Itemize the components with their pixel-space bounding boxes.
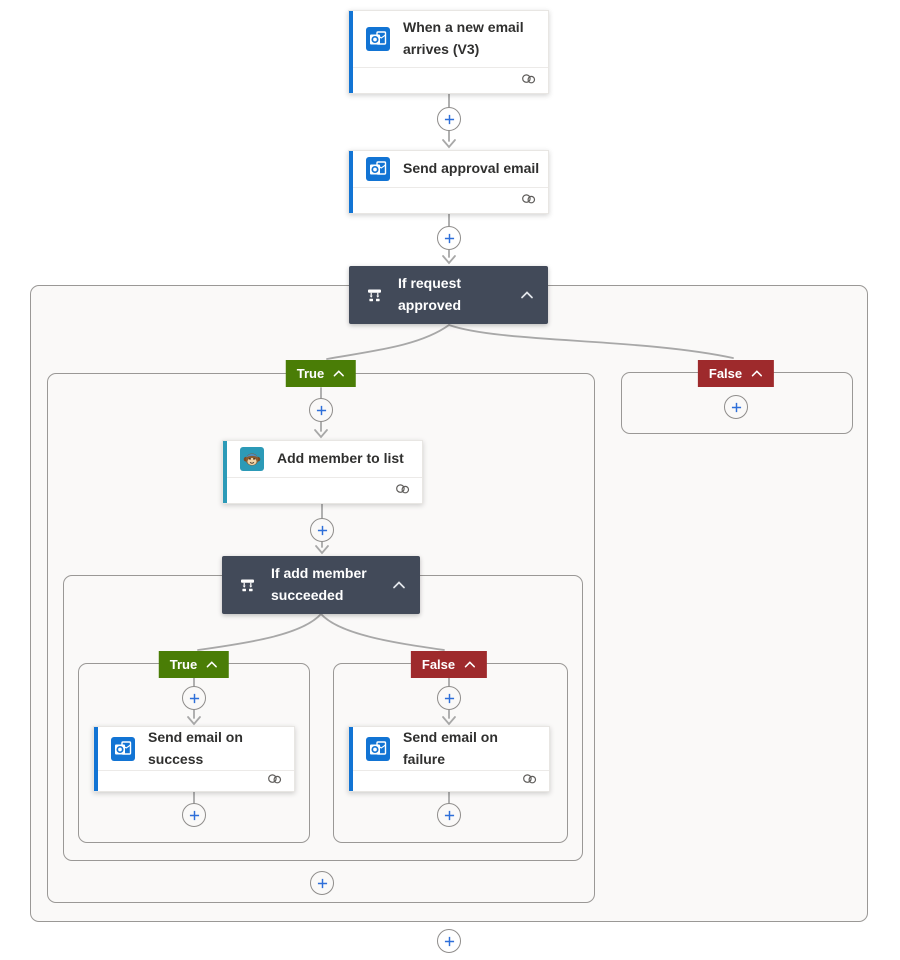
plus-icon <box>317 525 327 535</box>
connection-link-icon <box>395 482 411 500</box>
plus-icon <box>444 693 454 703</box>
insert-step-button[interactable] <box>310 518 334 542</box>
add-action-button[interactable] <box>310 871 334 895</box>
connector-accent-bar <box>349 11 353 93</box>
plus-icon <box>316 405 326 415</box>
send-email-on-failure-card[interactable]: Send email on failure <box>348 726 550 792</box>
plus-icon <box>444 810 454 820</box>
plus-icon <box>317 878 327 888</box>
outlook-icon <box>366 736 390 761</box>
branch-label-text: False <box>708 366 743 381</box>
plus-icon <box>444 233 454 243</box>
insert-step-button[interactable] <box>182 686 206 710</box>
condition-branch-icon <box>238 576 257 595</box>
connection-link-icon <box>522 772 538 790</box>
card-title: If request approved <box>398 275 462 313</box>
condition-request-card[interactable]: If request approved <box>349 266 548 324</box>
member-false-branch-label[interactable]: False <box>410 651 488 678</box>
connection-link-icon <box>521 72 537 90</box>
branch-label-text: True <box>296 366 325 381</box>
condition-branch-icon <box>365 286 384 305</box>
add-action-button[interactable] <box>437 803 461 827</box>
request-false-branch-label[interactable]: False <box>697 360 775 387</box>
mailchimp-icon <box>240 447 264 471</box>
outlook-icon <box>366 27 390 51</box>
condition-member-card[interactable]: If add member succeeded <box>222 556 420 614</box>
trigger-card[interactable]: When a new email arrives (V3) <box>348 10 549 94</box>
insert-step-button[interactable] <box>437 686 461 710</box>
add-member-to-list-card[interactable]: Add member to list <box>222 440 423 504</box>
card-title: Send email on success <box>148 729 243 767</box>
send-email-on-success-card[interactable]: Send email on success <box>93 726 295 792</box>
branch-label-text: False <box>421 657 456 672</box>
card-title: Send approval email <box>403 160 540 177</box>
chevron-up-icon[interactable] <box>751 370 763 377</box>
connector-accent-bar <box>94 727 98 791</box>
plus-icon <box>444 936 454 946</box>
member-true-branch-label[interactable]: True <box>158 651 230 678</box>
plus-icon <box>189 693 199 703</box>
send-approval-email-card[interactable]: Send approval email <box>348 150 549 214</box>
card-title: If add member succeeded <box>271 565 367 603</box>
connection-link-icon <box>521 192 537 210</box>
add-action-button[interactable] <box>182 803 206 827</box>
chevron-up-icon[interactable] <box>464 661 476 668</box>
plus-icon <box>731 402 741 412</box>
branch-label-text: True <box>169 657 198 672</box>
insert-step-button[interactable] <box>437 107 461 131</box>
connector-accent-bar <box>223 441 227 503</box>
card-title: Send email on failure <box>403 729 498 767</box>
plus-icon <box>189 810 199 820</box>
insert-step-button[interactable] <box>309 398 333 422</box>
connection-link-icon <box>267 772 283 790</box>
outlook-icon <box>366 157 390 181</box>
add-action-button[interactable] <box>724 395 748 419</box>
outlook-icon <box>111 736 135 761</box>
add-action-button[interactable] <box>437 929 461 953</box>
plus-icon <box>444 114 454 124</box>
card-title: When a new email arrives (V3) <box>403 19 524 57</box>
insert-step-button[interactable] <box>437 226 461 250</box>
connector-accent-bar <box>349 151 353 213</box>
card-title: Add member to list <box>277 450 404 467</box>
chevron-up-icon[interactable] <box>518 289 536 301</box>
chevron-up-icon[interactable] <box>333 370 345 377</box>
chevron-up-icon[interactable] <box>390 579 408 591</box>
request-true-branch-label[interactable]: True <box>285 360 357 387</box>
chevron-up-icon[interactable] <box>206 661 218 668</box>
connector-accent-bar <box>349 727 353 791</box>
